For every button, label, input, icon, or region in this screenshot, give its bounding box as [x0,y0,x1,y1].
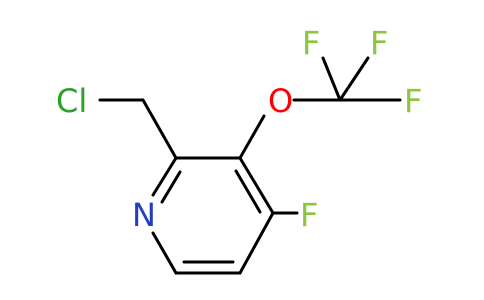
oxygen-atom-label: O [268,82,293,120]
fluorine-ring-atom-label: F [300,196,318,234]
bond-c3-c4 [238,156,275,215]
fluorine-cf3-right-atom-label: F [404,82,422,120]
bond-c2-ch2 [141,98,178,160]
bond-cf3-f-top-right [338,56,370,102]
bond-c3-c4-inner [234,169,262,214]
fluorine-cf3-top-right-atom-label: F [370,24,388,62]
chlorine-atom-label: Cl [56,82,87,120]
bond-n-c2-inner [160,170,182,204]
bond-c6-n [151,231,178,275]
bond-c3-o [238,114,266,160]
nitrogen-atom-label: N [132,196,156,234]
bond-cf3-f-top-left [321,56,342,102]
fluorine-cf3-top-left-atom-label: F [302,24,320,62]
bond-n-c2 [151,156,178,197]
bond-c4-c5 [238,211,275,275]
